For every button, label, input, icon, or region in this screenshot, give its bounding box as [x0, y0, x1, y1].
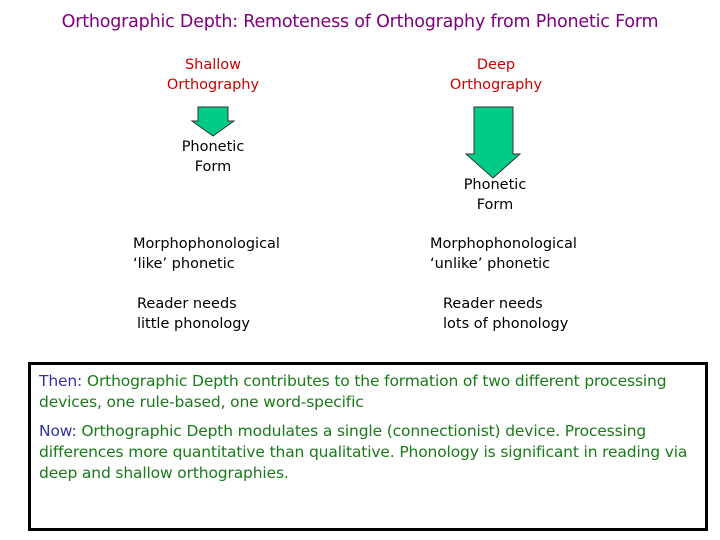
shallow-target-line2: Form — [194, 159, 232, 175]
now-label: Now: — [39, 422, 77, 440]
shallow-reader-line2: little phonology — [137, 316, 250, 332]
deep-relation: Morphophonological ‘unlike’ phonetic — [430, 234, 577, 274]
deep-relation-line1: Morphophonological — [430, 236, 577, 252]
shallow-relation: Morphophonological ‘like’ phonetic — [133, 234, 280, 274]
deep-reader-line2: lots of phonology — [443, 316, 569, 332]
shallow-heading-line1: Shallow — [184, 57, 242, 73]
shallow-relation-line2: ‘like’ phonetic — [133, 256, 235, 272]
shallow-relation-line1: Morphophonological — [133, 236, 280, 252]
deep-target-line2: Form — [476, 197, 514, 213]
long-down-arrow-icon — [465, 106, 521, 180]
deep-reader-line1: Reader needs — [443, 296, 543, 312]
deep-phonetic-form: Phonetic Form — [445, 175, 545, 215]
then-label: Then: — [39, 372, 83, 390]
deep-orthography-heading: Deep Orthography — [436, 55, 556, 95]
deep-relation-line2: ‘unlike’ phonetic — [430, 256, 551, 272]
shallow-reader-needs: Reader needs little phonology — [137, 294, 250, 334]
deep-heading-line1: Deep — [476, 57, 516, 73]
short-down-arrow-icon — [190, 106, 236, 138]
deep-heading-line2: Orthography — [449, 77, 543, 93]
shallow-phonetic-form: Phonetic Form — [163, 137, 263, 177]
deep-reader-needs: Reader needs lots of phonology — [443, 294, 568, 334]
now-paragraph: Now: Orthographic Depth modulates a sing… — [39, 421, 704, 484]
then-text: Orthographic Depth contributes to the fo… — [39, 372, 667, 411]
shallow-heading-line2: Orthography — [166, 77, 260, 93]
shallow-orthography-heading: Shallow Orthography — [153, 55, 273, 95]
slide-title: Orthographic Depth: Remoteness of Orthog… — [61, 12, 659, 32]
then-paragraph: Then: Orthographic Depth contributes to … — [39, 371, 704, 413]
shallow-reader-line1: Reader needs — [137, 296, 237, 312]
summary-box: Then: Orthographic Depth contributes to … — [28, 362, 708, 531]
deep-target-line1: Phonetic — [463, 177, 527, 193]
shallow-target-line1: Phonetic — [181, 139, 245, 155]
now-text: Orthographic Depth modulates a single (c… — [39, 422, 688, 482]
